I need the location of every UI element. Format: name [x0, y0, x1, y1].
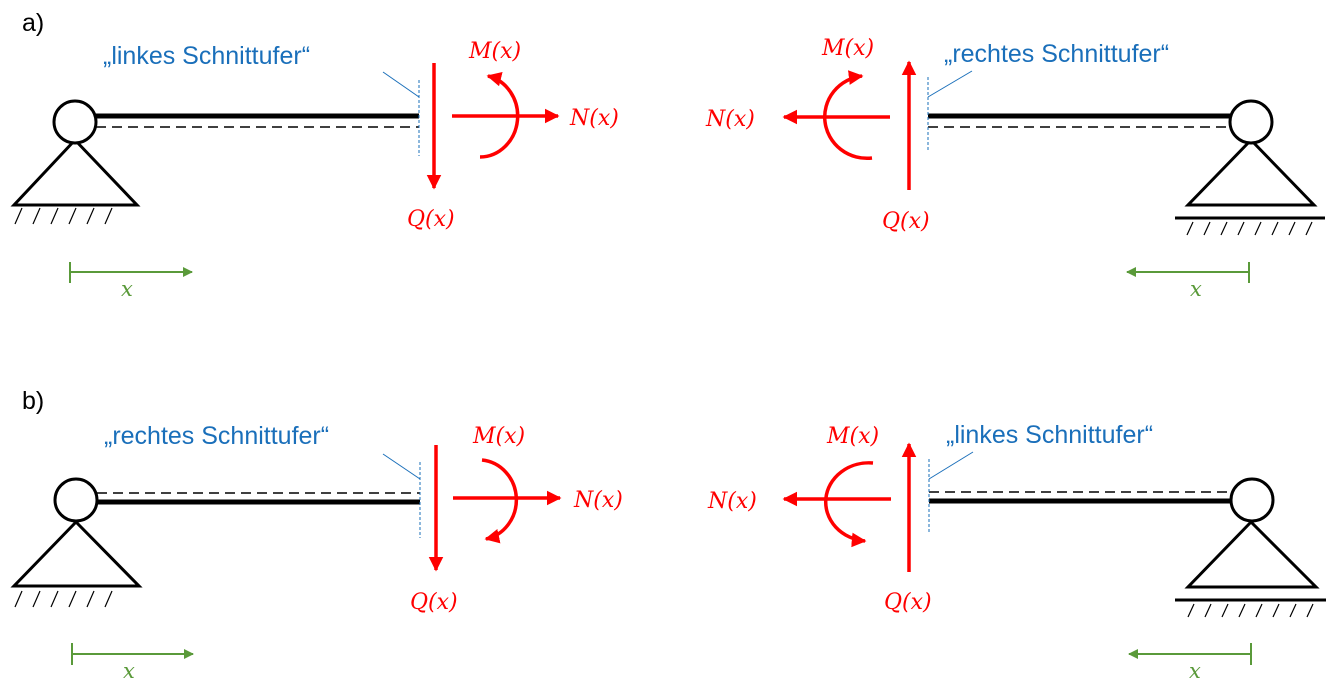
normal-force-label: N(x)	[569, 106, 619, 131]
cut-leader-line	[928, 451, 974, 480]
panel-b-right-body: „linkes Schnittufer“ M(x) N(x) Q(x) x	[707, 421, 1326, 683]
coordinate-axis: x	[71, 643, 194, 683]
cut-leader-line	[382, 453, 421, 480]
panel-a-label: a)	[22, 9, 44, 37]
pinned-support-right	[1175, 519, 1326, 618]
moment-label: M(x)	[826, 424, 879, 449]
cut-label: „rechtes Schnittufer“	[944, 40, 1169, 68]
ground-hatching	[14, 207, 113, 225]
coordinate-axis: x	[1128, 643, 1252, 683]
hinge-circle	[52, 99, 98, 145]
coordinate-axis: x	[69, 262, 193, 301]
coordinate-label: x	[123, 659, 135, 683]
hinge-circle	[1229, 477, 1275, 523]
cut-leader-line	[382, 71, 420, 98]
coordinate-label: x	[1190, 277, 1202, 301]
coordinate-axis: x	[1126, 262, 1250, 301]
moment-label: M(x)	[472, 424, 525, 449]
support-triangle	[1184, 137, 1318, 207]
panel-b: b) „rechtes Schnittufer“ M(x) N(x)	[10, 387, 1326, 683]
support-triangle	[10, 137, 141, 207]
support-triangle	[1184, 519, 1320, 589]
pinned-support-right	[1175, 137, 1325, 236]
cut-leader-line	[927, 70, 973, 98]
moment-arc-arrow	[823, 461, 874, 548]
pinned-support-left	[10, 137, 141, 225]
ground-hatching	[14, 590, 113, 608]
ground-hatching	[1186, 221, 1313, 236]
panel-a-left-body: „linkes Schnittufer“ M(x) N(x) Q(x) x	[10, 39, 619, 301]
shear-force-label: Q(x)	[410, 590, 458, 615]
panel-a: a) „linkes Schnittufer“ M(x) N(x)	[10, 9, 1325, 301]
moment-arc-arrow	[481, 458, 519, 544]
shear-force-label: Q(x)	[882, 209, 930, 234]
moment-label: M(x)	[468, 39, 521, 64]
panel-b-left-body: „rechtes Schnittufer“ M(x) N(x) Q(x) x	[10, 422, 623, 683]
normal-force-label: N(x)	[707, 489, 757, 514]
cut-label: „linkes Schnittufer“	[946, 421, 1153, 449]
coordinate-label: x	[1189, 659, 1201, 683]
cut-label: „linkes Schnittufer“	[103, 42, 310, 70]
pinned-support-left	[10, 519, 143, 608]
normal-force-label: N(x)	[573, 488, 623, 513]
moment-arc-arrow	[823, 70, 873, 161]
hinge-circle	[53, 477, 99, 523]
normal-force-label: N(x)	[705, 107, 755, 132]
panel-b-label: b)	[22, 387, 44, 415]
shear-force-label: Q(x)	[884, 590, 932, 615]
shear-force-label: Q(x)	[407, 207, 455, 232]
moment-arc-arrow	[479, 71, 520, 159]
support-triangle	[10, 519, 143, 588]
moment-label: M(x)	[821, 36, 874, 61]
cut-label: „rechtes Schnittufer“	[104, 422, 329, 450]
panel-a-right-body: „rechtes Schnittufer“ M(x) N(x) Q(x) x	[705, 36, 1325, 301]
hinge-circle	[1228, 99, 1274, 145]
ground-hatching	[1187, 603, 1314, 618]
coordinate-label: x	[121, 277, 133, 301]
